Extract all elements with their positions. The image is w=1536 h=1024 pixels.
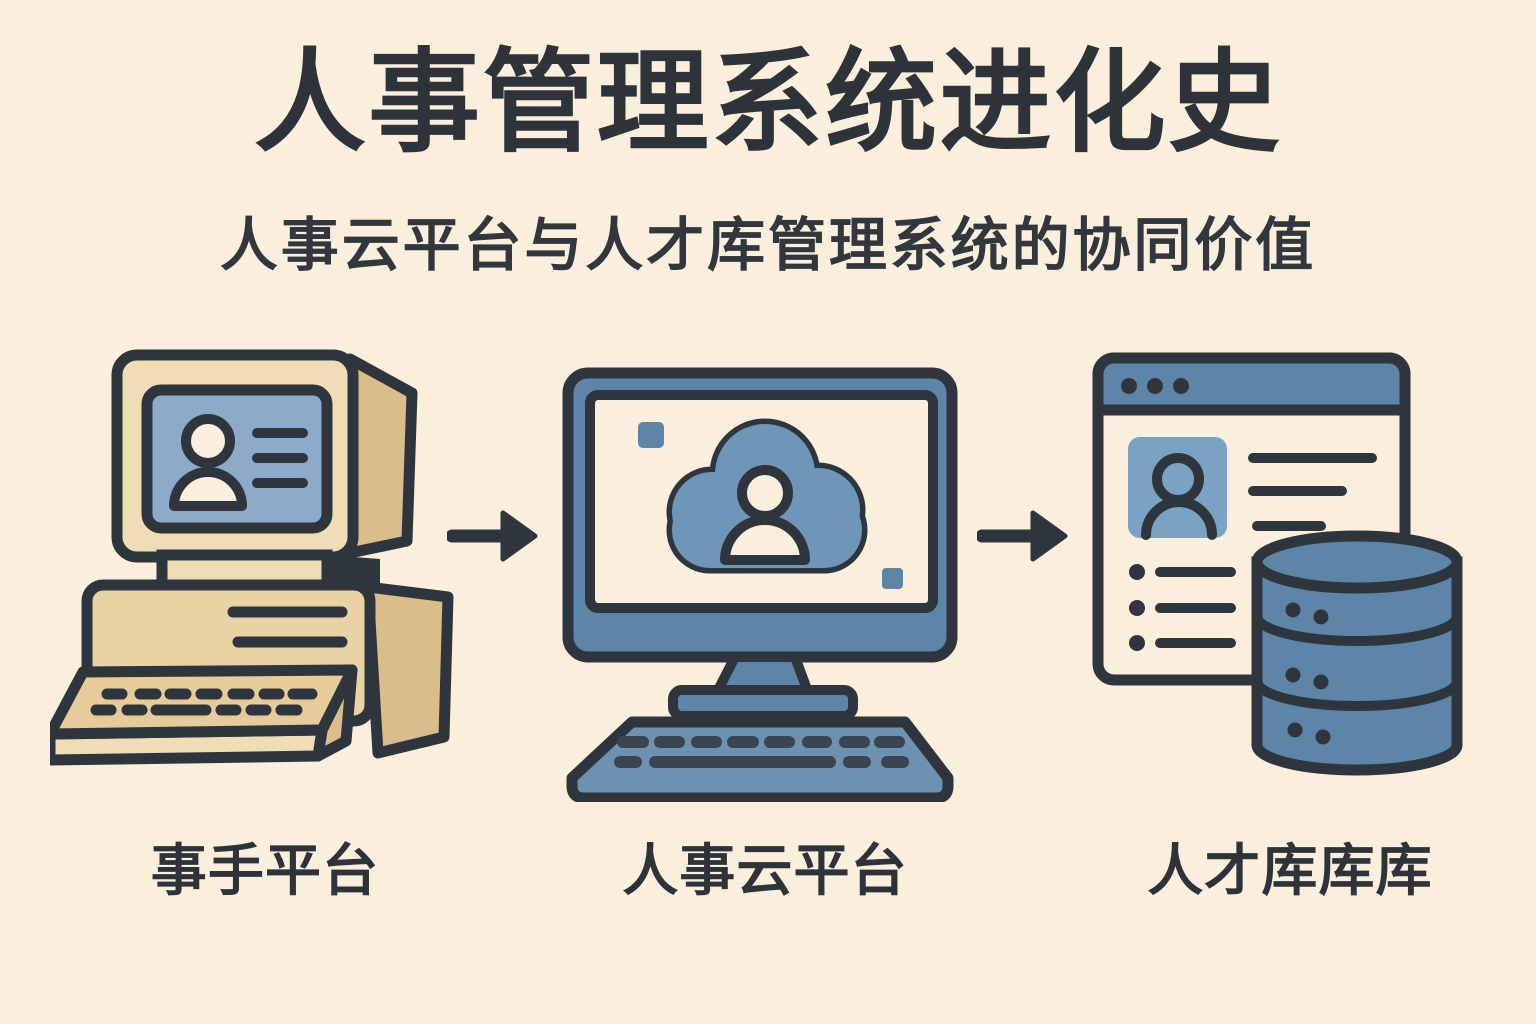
system-unit-lines (227, 606, 348, 648)
arrow-right-icon (447, 507, 539, 565)
browser-title-bar (1092, 352, 1411, 416)
cloud-computer-icon (562, 367, 958, 802)
screen-text-lines (252, 428, 308, 488)
stage-legacy-system (50, 345, 470, 790)
screen-square-bottom (882, 568, 903, 589)
page-title: 人事管理系统进化史 (253, 40, 1283, 165)
stage-talent-database (1085, 350, 1475, 790)
cloud-user-icon (720, 465, 810, 565)
record-list (1129, 564, 1236, 651)
stage-label-cloud: 人事云平台 (622, 839, 908, 902)
monitor-base (668, 685, 858, 721)
database-icon (1251, 530, 1463, 776)
monitor-side-panel (344, 353, 418, 559)
keyboard (50, 664, 358, 740)
retro-computer-icon (50, 349, 454, 766)
page-subtitle: 人事云平台与人才库管理系统的协同价值 (219, 213, 1317, 278)
screen-square-top (638, 422, 664, 448)
monitor-neck-shadow (327, 555, 380, 585)
keyboard-keys (90, 688, 318, 716)
keyboard-keys (614, 736, 909, 768)
stage-cloud-platform (560, 362, 970, 802)
profile-text-lines (1248, 453, 1377, 531)
system-unit-side (362, 581, 454, 759)
profile-user-icon (1141, 453, 1217, 540)
user-avatar-icon (169, 414, 247, 511)
stage-label-database: 人才库库库 (1147, 839, 1433, 902)
arrow-right-icon (977, 507, 1069, 565)
stage-label-legacy: 事手平台 (150, 839, 380, 902)
window-dots-icon (1121, 378, 1189, 394)
talent-database-icon (1092, 352, 1463, 776)
